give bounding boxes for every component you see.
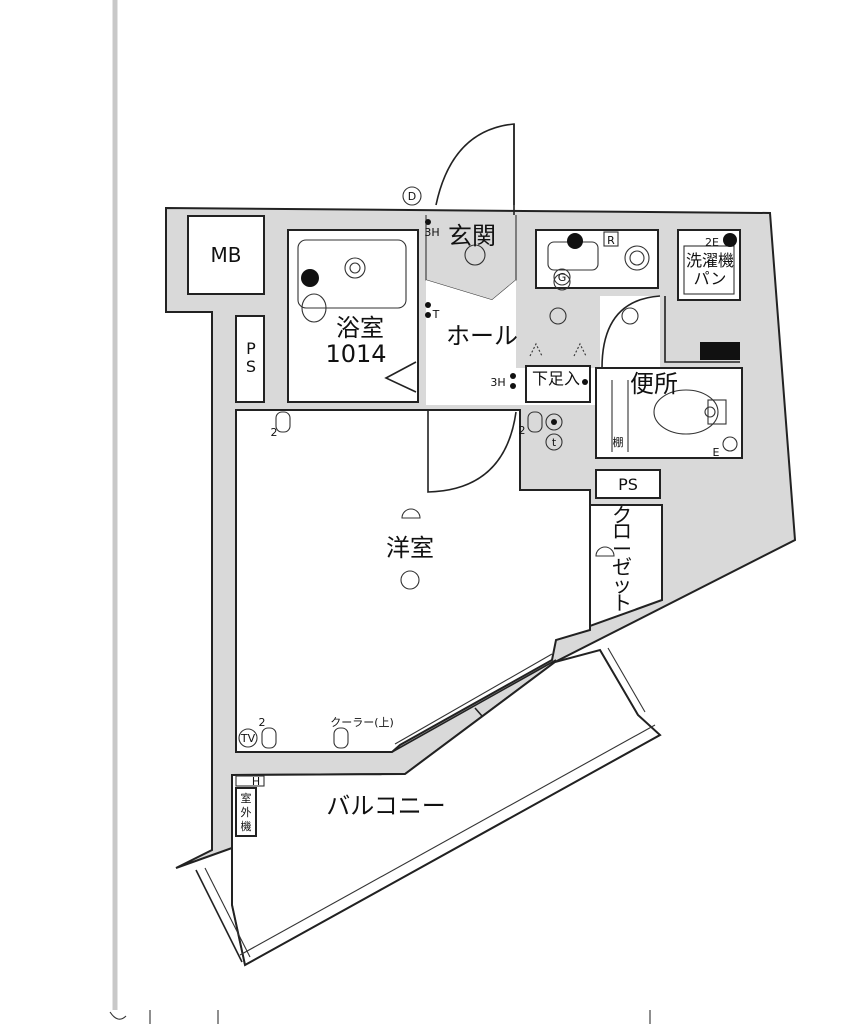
ps-left-label-2: S	[246, 357, 256, 376]
toilet-outlet-icon	[722, 436, 738, 452]
light-western	[400, 570, 420, 590]
three-h-mark-1: 3H	[424, 226, 439, 239]
fridge-mark-icon	[603, 231, 619, 247]
outlet-icon	[333, 727, 349, 749]
mb-label: MB	[211, 243, 242, 267]
outlet-count-3: 2	[259, 716, 266, 729]
gas-mark-icon	[553, 268, 571, 286]
outlet-icon	[275, 411, 291, 433]
page-corner	[109, 1011, 127, 1020]
closet-label-4: ゼ	[612, 555, 632, 579]
kitchen-outlet-icon	[567, 233, 583, 249]
ps-left-box	[235, 315, 265, 403]
ps-left-label-1: P	[246, 339, 256, 358]
closet-label-3: ー	[612, 537, 632, 561]
toilet-label: 便所	[630, 370, 678, 398]
ps-right-box	[595, 469, 661, 499]
heater-box	[235, 775, 265, 787]
washer-outlet-icon	[723, 233, 737, 247]
outlet-icon	[545, 413, 563, 431]
balcony-label: バルコニー	[326, 792, 446, 820]
washer-drain	[700, 342, 740, 360]
shoe-box	[525, 365, 591, 403]
outdoor-unit-label-2: 外	[241, 806, 252, 819]
e-mark: E	[713, 446, 720, 459]
toilet-door-arc	[601, 295, 661, 369]
outdoor-unit-label-3: 機	[241, 819, 252, 833]
outlet-count-1: 2	[271, 426, 278, 439]
light-genkan	[464, 244, 486, 266]
western-room	[235, 409, 591, 753]
light-hall	[549, 307, 567, 325]
heater-mark: H	[252, 775, 260, 788]
outlet-icon	[261, 727, 277, 749]
closet-label-6: ト	[612, 591, 632, 615]
kitchen-counter	[535, 229, 659, 289]
washer-label-2: パン	[694, 269, 727, 288]
bath-door	[384, 361, 417, 393]
gas-mark: G	[558, 271, 567, 284]
outdoor-unit-label-1: 室	[241, 791, 252, 805]
tv-mark: TV	[240, 732, 256, 745]
tel-outlet-icon	[545, 433, 563, 451]
western-room-label: 洋室	[386, 534, 434, 562]
hall	[426, 215, 660, 405]
mb-box	[187, 215, 265, 295]
room-door	[427, 410, 517, 493]
closet-label-5: ッ	[612, 573, 632, 597]
tv-outlet-icon	[238, 728, 258, 748]
hall-label: ホール	[446, 322, 518, 350]
door-mark-icon	[402, 186, 422, 206]
bath-size-label: 1014	[325, 340, 386, 368]
outdoor-unit-box	[235, 787, 257, 837]
cooler-label: クーラー(上)	[330, 716, 394, 729]
tel-mark: t	[552, 436, 557, 449]
closet-label-1: ク	[612, 503, 632, 527]
entrance-door	[435, 123, 515, 206]
two-e-mark: 2E	[705, 236, 719, 249]
three-h-mark-2: 3H	[490, 376, 505, 389]
light-closet	[595, 546, 615, 557]
door-mark: D	[408, 190, 416, 203]
bathtub	[297, 239, 407, 309]
toilet-bowl	[653, 389, 719, 435]
ps-right-label: PS	[618, 475, 638, 494]
washer-label-1: 洗濯機	[686, 251, 734, 270]
bath-label: 浴室	[336, 314, 384, 342]
bath-fan-icon	[301, 269, 319, 287]
fridge-mark: R	[607, 234, 615, 247]
stove-burner	[624, 245, 650, 271]
light-western-2	[401, 508, 421, 519]
shoe-box-label: 下足入	[532, 369, 580, 388]
outlet-count-2: 2	[519, 424, 526, 437]
closet-label-2: ロ	[612, 519, 632, 543]
genkan-label: 玄関	[448, 222, 496, 250]
shelf-label: 棚	[613, 435, 624, 449]
outlet-icon	[527, 411, 543, 433]
t-mark: T	[432, 308, 440, 321]
